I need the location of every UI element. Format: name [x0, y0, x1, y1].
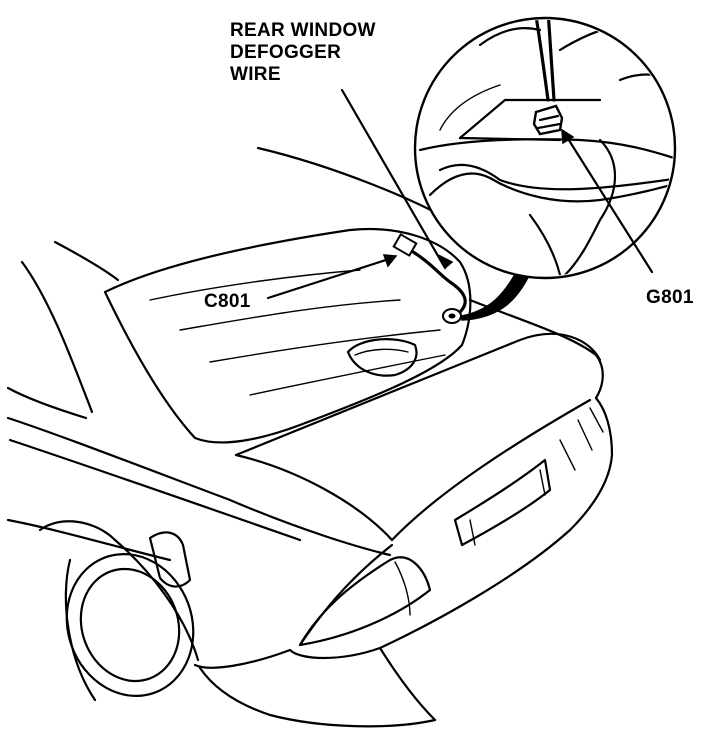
- label-line-1: REAR WINDOW: [230, 20, 376, 41]
- connector-c801-icon: [392, 233, 418, 257]
- label-line-3: WIRE: [230, 64, 281, 85]
- rear-window: [103, 228, 472, 444]
- ground-bolt-g801-icon: [532, 104, 564, 136]
- rear-wheel: [38, 520, 200, 702]
- defogger-wire: [392, 233, 467, 324]
- detail-magnifier: [413, 16, 677, 280]
- rear-window-defogger-wire-label: REAR WINDOW DEFOGGER WIRE: [230, 20, 376, 86]
- car-body-outline: [6, 146, 614, 728]
- label-line-2: DEFOGGER: [230, 42, 342, 63]
- connector-label: C801: [204, 291, 251, 312]
- ground-label: G801: [646, 287, 694, 308]
- leader-lines: [266, 88, 654, 300]
